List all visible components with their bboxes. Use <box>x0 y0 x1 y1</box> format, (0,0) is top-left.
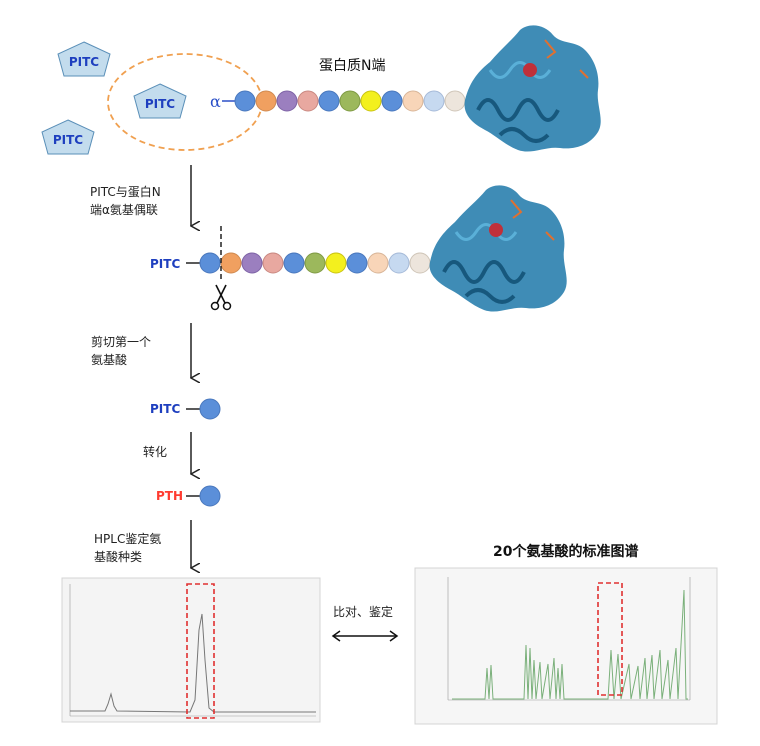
amino-acid-bead <box>318 90 340 112</box>
alpha-amino-label: α <box>210 92 221 111</box>
amino-acid-bead <box>444 90 466 112</box>
sample-chromatogram <box>61 577 321 723</box>
amino-acid-bead <box>199 485 221 507</box>
step3-label: 转化 <box>143 444 167 459</box>
amino-acid-bead <box>423 90 445 112</box>
step2-label-line2: 氨基酸 <box>91 352 127 367</box>
amino-acid-bead <box>381 90 403 112</box>
scissors-icon <box>210 284 232 311</box>
pitc-badge-top: PITC <box>57 41 111 77</box>
step2-label-line1: 剪切第一个 <box>91 334 151 349</box>
step4-label-line2: 基酸种类 <box>94 549 142 564</box>
single-pitc-label: PITC <box>150 402 180 416</box>
pitc-badge-middle: PITC <box>133 83 187 119</box>
amino-acid-bead <box>199 398 221 420</box>
standard-chromatogram <box>414 567 718 725</box>
compare-label: 比对、鉴定 <box>333 604 393 619</box>
protein-ribbon-icon <box>429 185 567 312</box>
step4-label-line1: HPLC鉴定氨 <box>94 531 161 546</box>
chain2-pitc-label: PITC <box>150 257 180 271</box>
pitc-badge-label: PITC <box>53 133 83 147</box>
amino-acid-bead <box>297 90 319 112</box>
standard-title: 20个氨基酸的标准图谱 <box>493 543 638 560</box>
step1-label-line1: PITC与蛋白N <box>90 184 161 199</box>
pitc-badge-label: PITC <box>145 97 175 111</box>
amino-acid-bead <box>199 252 221 274</box>
amino-acid-bead <box>325 252 347 274</box>
amino-acid-bead <box>241 252 263 274</box>
amino-acid-bead <box>402 90 424 112</box>
standard-peak-highlight <box>597 582 623 696</box>
peptide-chain-middle <box>199 252 431 274</box>
protein-ribbon-icon <box>464 25 601 152</box>
amino-acid-bead <box>283 252 305 274</box>
amino-acid-bead <box>276 90 298 112</box>
protein-n-term-label: 蛋白质N端 <box>319 58 385 74</box>
amino-acid-bead <box>360 90 382 112</box>
amino-acid-bead <box>367 252 389 274</box>
amino-acid-bead <box>409 252 431 274</box>
pitc-badge-label: PITC <box>69 55 99 69</box>
step1-label-line2: 端α氨基偶联 <box>90 203 158 217</box>
pth-label: PTH <box>156 489 183 503</box>
amino-acid-bead <box>304 252 326 274</box>
amino-acid-bead <box>262 252 284 274</box>
pitc-badge-bottom: PITC <box>41 119 95 155</box>
amino-acid-bead <box>234 90 256 112</box>
amino-acid-bead <box>346 252 368 274</box>
amino-acid-bead <box>388 252 410 274</box>
amino-acid-bead <box>220 252 242 274</box>
peptide-chain-top <box>234 90 466 112</box>
amino-acid-bead <box>255 90 277 112</box>
amino-acid-bead <box>339 90 361 112</box>
compare-arrow <box>331 630 399 642</box>
